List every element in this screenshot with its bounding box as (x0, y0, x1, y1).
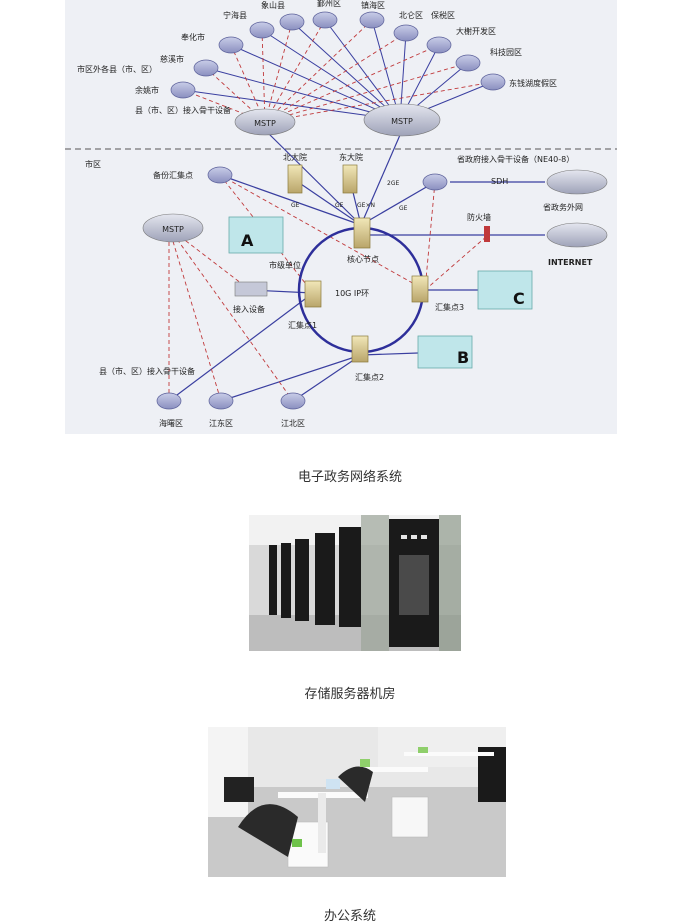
photo2-caption: 办公系统 (323, 909, 376, 924)
svg-text:保税区: 保税区 (431, 10, 455, 20)
router-icon (280, 392, 306, 410)
svg-text:省政府接入骨干设备（NE40-8）: 省政府接入骨干设备（NE40-8） (457, 154, 574, 164)
router-icon (480, 73, 506, 91)
svg-text:县（市、区）接入骨干设备: 县（市、区）接入骨干设备 (99, 366, 195, 376)
svg-text:INTERNET: INTERNET (548, 258, 593, 267)
svg-text:余姚市: 余姚市 (135, 85, 159, 95)
svg-text:2GE: 2GE (387, 180, 399, 187)
external-label: 市区外各县（市、区） (77, 64, 157, 74)
svg-text:科技园区: 科技园区 (490, 47, 522, 57)
switch-east-icon (342, 164, 358, 194)
svg-text:江北区: 江北区 (281, 419, 305, 428)
agg1-switch-icon (304, 280, 322, 308)
svg-text:奉化市: 奉化市 (181, 32, 205, 42)
router-icon (312, 11, 338, 29)
svg-text:B: B (457, 348, 469, 367)
internet-cloud (546, 222, 608, 248)
svg-text:GE: GE (399, 205, 408, 212)
svg-text:象山县: 象山县 (261, 0, 285, 10)
svg-text:大榭开发区: 大榭开发区 (456, 26, 496, 36)
firewall-icon (484, 226, 490, 242)
agg3-switch-icon (411, 275, 429, 303)
unit-b-box: B (417, 335, 473, 369)
server-room-photo (249, 515, 461, 651)
mstp-cloud-city: MSTP (142, 213, 204, 243)
diagram-caption: 电子政务网络系统 (297, 470, 402, 485)
agg2-switch-icon (351, 335, 369, 363)
router-icon (218, 36, 244, 54)
core-switch-icon (353, 217, 371, 249)
svg-text:北仑区: 北仑区 (399, 10, 423, 20)
svg-text:海曙区: 海曙区 (159, 418, 183, 428)
router-icon (156, 392, 182, 410)
svg-text:MSTP: MSTP (391, 117, 413, 126)
svg-text:省政务外网: 省政务外网 (543, 202, 583, 212)
office-photo (208, 727, 506, 877)
router-icon (249, 21, 275, 39)
router-icon (279, 13, 305, 31)
svg-text:慈溪市: 慈溪市 (160, 54, 184, 64)
svg-text:10G IP环: 10G IP环 (335, 289, 369, 298)
router-icon (359, 11, 385, 29)
svg-text:东钱湖度假区: 东钱湖度假区 (509, 78, 557, 88)
svg-text:鄞州区: 鄞州区 (317, 0, 341, 8)
svg-text:江东区: 江东区 (209, 418, 233, 428)
router-icon (422, 173, 448, 191)
svg-text:汇集点1: 汇集点1 (288, 320, 317, 330)
svg-text:GE: GE (291, 202, 300, 209)
svg-text:东大院: 东大院 (339, 152, 363, 162)
svg-text:汇集点2: 汇集点2 (355, 372, 384, 382)
svg-text:市级单位: 市级单位 (269, 260, 301, 270)
svg-text:防火墙: 防火墙 (467, 212, 491, 222)
switch-north-icon (287, 164, 303, 194)
mstp-cloud-right: MSTP (363, 103, 441, 137)
svg-text:宁海县: 宁海县 (223, 10, 247, 20)
svg-text:MSTP: MSTP (162, 225, 184, 234)
router-icon (193, 59, 219, 77)
svg-text:镇海区: 镇海区 (361, 0, 385, 10)
router-icon (170, 81, 196, 99)
router-icon (207, 166, 233, 184)
svg-text:C: C (513, 289, 525, 308)
svg-text:GE: GE (335, 202, 344, 209)
router-icon (426, 36, 452, 54)
svg-text:MSTP: MSTP (254, 119, 276, 128)
extranet-cloud (546, 169, 608, 195)
svg-text:GE×N: GE×N (357, 202, 375, 209)
county-backbone-label: 县（市、区）接入骨干设备 (135, 105, 231, 115)
city-label: 市区 (85, 159, 101, 169)
router-icon (393, 24, 419, 42)
svg-text:A: A (241, 231, 254, 250)
svg-text:汇集点3: 汇集点3 (435, 302, 464, 312)
svg-text:SDH: SDH (491, 177, 508, 186)
router-icon (455, 54, 481, 72)
mstp-cloud-left: MSTP (234, 108, 296, 136)
router-icon (208, 392, 234, 410)
svg-text:核心节点: 核心节点 (347, 254, 379, 264)
access-device-icon (234, 281, 268, 297)
photo1-caption: 存储服务器机房 (304, 687, 396, 702)
network-diagram: MSTP MSTP MSTP (65, 0, 617, 434)
svg-text:接入设备: 接入设备 (233, 304, 265, 314)
svg-text:北大院: 北大院 (283, 152, 307, 162)
unit-a-box: A (228, 216, 284, 254)
unit-c-box: C (477, 270, 533, 310)
svg-text:备份汇集点: 备份汇集点 (153, 170, 193, 180)
